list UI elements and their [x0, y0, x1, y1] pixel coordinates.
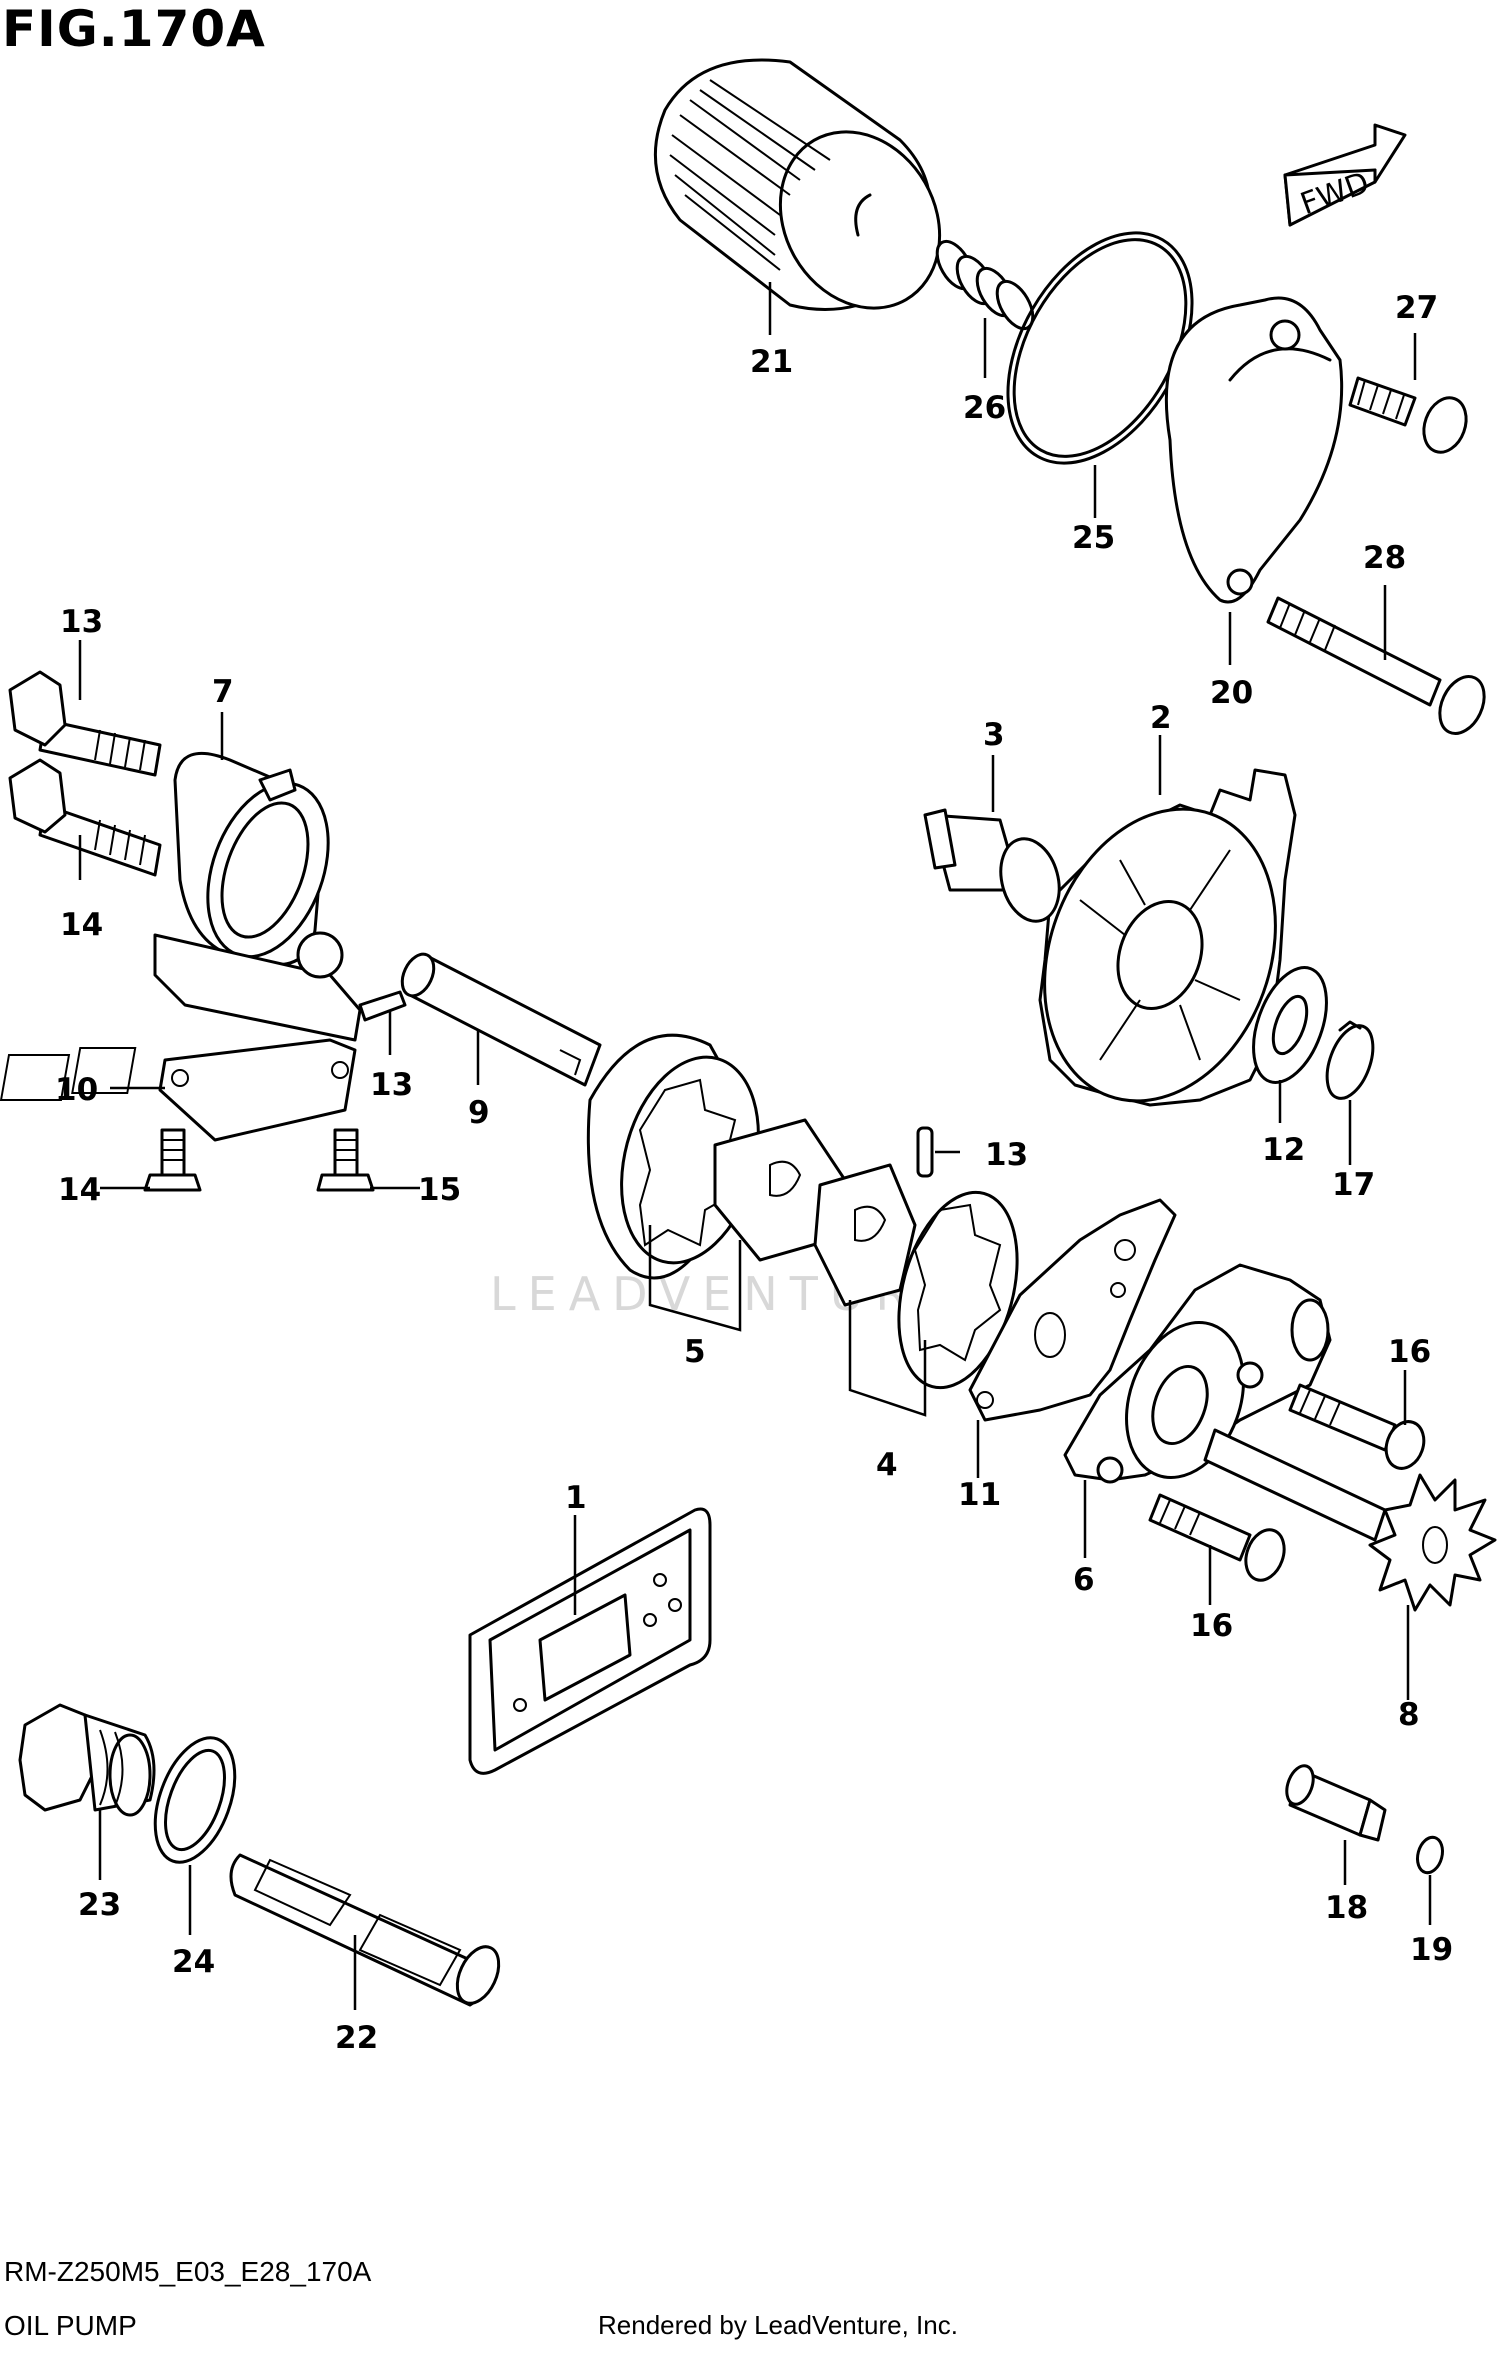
oil-pump-rotor-inner-4 [813, 1163, 917, 1307]
callout-28: 28 [1363, 540, 1406, 576]
diagram-code: RM-Z250M5_E03_E28_170A [4, 2256, 372, 2287]
pin-13-right [916, 1126, 934, 1178]
callout-4: 4 [876, 1447, 898, 1483]
oil-pump-gasket [968, 1198, 1177, 1422]
drain-plug-washer [153, 1736, 237, 1864]
callout-6: 6 [1073, 1562, 1095, 1598]
bolt-15-right [316, 1128, 375, 1192]
callout-18: 18 [1325, 1890, 1368, 1926]
oil-screen-filter [229, 1853, 501, 2007]
oil-strainer-screen [0, 1038, 357, 1142]
callout-14-upper: 13 [60, 604, 103, 640]
washer-12 [1252, 966, 1328, 1084]
fwd-arrow-icon: FWD [1283, 123, 1407, 227]
oil-drain-plug [18, 1703, 156, 1817]
callout-17: 17 [1332, 1167, 1375, 1203]
bolt-27 [1348, 376, 1468, 454]
callout-7: 7 [212, 674, 234, 710]
oil-pump-drive-gear [1203, 1428, 1497, 1612]
callout-27: 27 [1395, 290, 1438, 326]
callout-14-lower: 14 [60, 907, 103, 943]
o-ring-small [1416, 1835, 1444, 1875]
bolt-14-upper [8, 670, 162, 777]
bolt-28 [1266, 596, 1486, 735]
callout-13-left: 13 [370, 1067, 413, 1103]
oil-pump-driven-gear [1038, 768, 1297, 1107]
callout-15-right: 15 [418, 1172, 461, 1208]
callout-3: 3 [983, 717, 1005, 753]
callout-16-lower: 16 [1190, 1608, 1233, 1644]
callout-25: 25 [1072, 520, 1115, 556]
callout-26: 26 [963, 390, 1006, 426]
callout-23: 23 [78, 1887, 121, 1923]
oil-pump-rotor-outer-4 [897, 1190, 1019, 1390]
callout-22: 22 [335, 2020, 378, 2056]
leader-lines [78, 282, 1432, 2010]
oil-pump-body [1063, 1263, 1332, 1484]
circlip-17 [1325, 1020, 1375, 1100]
bolt-16-lower [1148, 1493, 1286, 1582]
oil-strainer-housing [153, 751, 362, 1042]
figure-title: FIG.170A [2, 0, 266, 58]
callout-labels: 21 26 25 20 27 28 13 14 7 13 9 10 14 15 … [55, 290, 1453, 2056]
bolt-16-upper [1288, 1383, 1426, 1470]
callout-15-left: 14 [58, 1172, 101, 1208]
callout-12: 12 [1262, 1132, 1305, 1168]
callout-5: 5 [684, 1334, 706, 1370]
spring [935, 239, 1035, 331]
oil-pump-cover-gasket [468, 1507, 712, 1775]
bolt-14-lower [8, 758, 162, 877]
callout-20: 20 [1210, 675, 1253, 711]
callout-1: 1 [565, 1480, 587, 1516]
callout-8: 8 [1398, 1697, 1420, 1733]
pin-13-left [358, 990, 407, 1022]
callout-19: 19 [1410, 1932, 1453, 1968]
gear-shaft [923, 808, 1061, 923]
callout-10: 10 [55, 1072, 98, 1108]
diagram-name: OIL PUMP [4, 2310, 137, 2341]
bolt-15-left [143, 1128, 202, 1192]
callout-13-right: 13 [985, 1137, 1028, 1173]
callout-16-upper: 16 [1388, 1334, 1431, 1370]
callout-2: 2 [1150, 700, 1172, 736]
callout-24: 24 [172, 1944, 215, 1980]
oil-filter [653, 58, 942, 311]
oil-jet-fitting [1285, 1764, 1387, 1842]
render-credit: Rendered by LeadVenture, Inc. [598, 2310, 958, 2340]
callout-21: 21 [750, 344, 793, 380]
callout-9: 9 [468, 1095, 490, 1131]
oil-filter-cap [1164, 296, 1344, 604]
callout-11: 11 [958, 1477, 1001, 1513]
oil-pump-shaft [400, 952, 602, 1087]
